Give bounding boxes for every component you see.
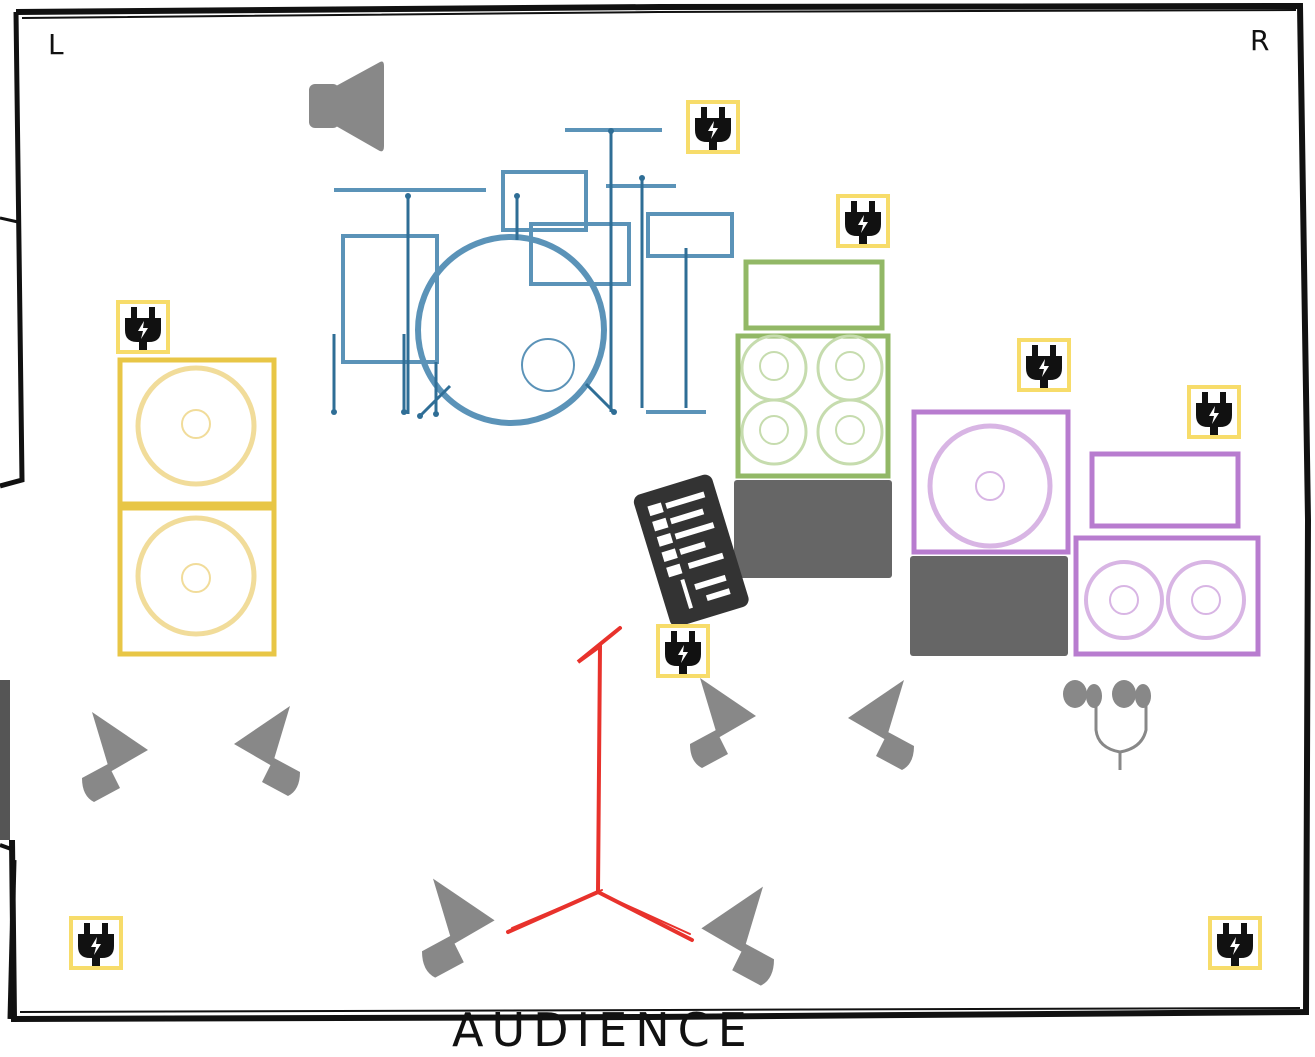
audience-label: AUDIENCE bbox=[452, 1003, 755, 1057]
speaker-icon bbox=[309, 61, 384, 152]
stage-plot-canvas bbox=[0, 2, 1312, 1023]
power-plug-icon bbox=[1208, 916, 1262, 970]
power-plug-icon bbox=[116, 300, 170, 354]
green-amp-stack bbox=[734, 259, 892, 578]
monitor-wedge-icon bbox=[848, 680, 914, 770]
power-plug-icon bbox=[656, 624, 710, 678]
power-plug-icon bbox=[1187, 385, 1241, 439]
stage-right-label: R bbox=[1250, 24, 1270, 57]
monitor-wedge-icon bbox=[422, 878, 495, 978]
power-plug-icon bbox=[69, 916, 123, 970]
power-plug-icon bbox=[686, 100, 740, 154]
monitor-wedge-icon bbox=[234, 706, 300, 796]
monitor-wedges bbox=[82, 678, 914, 986]
stage-border bbox=[0, 2, 1312, 1023]
power-plug-icon bbox=[1017, 338, 1071, 392]
yellow-amp-cabinets bbox=[117, 357, 277, 657]
monitor-wedge-icon bbox=[82, 712, 148, 802]
monitor-wedge-icon bbox=[701, 886, 774, 986]
monitor-wedge-icon bbox=[690, 678, 756, 768]
mic-stand-icon bbox=[506, 626, 694, 942]
in-ear-headphones-icon bbox=[1063, 680, 1151, 770]
keyboard-icon bbox=[633, 474, 749, 627]
power-plug-icon bbox=[836, 194, 890, 248]
drum-kit-icon bbox=[331, 128, 734, 426]
stage-left-label: L bbox=[48, 28, 64, 61]
purple-amp-stack bbox=[910, 409, 1261, 657]
